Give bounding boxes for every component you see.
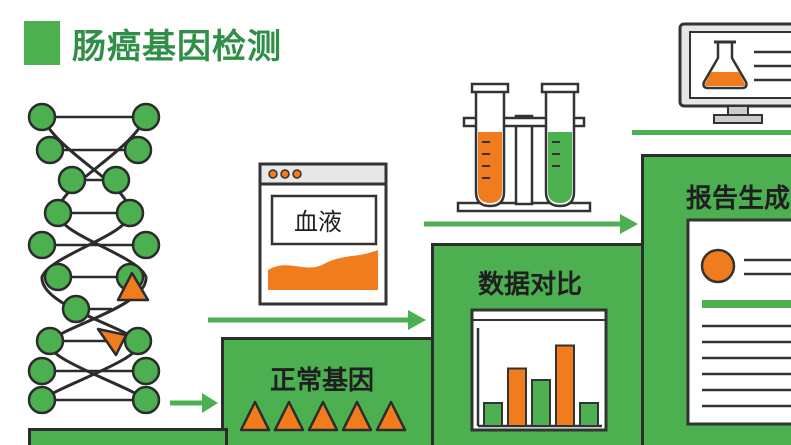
step-data-compare-label: 数据对比 bbox=[478, 270, 583, 300]
arrow-right-icon bbox=[208, 310, 426, 330]
chart-bar-4 bbox=[555, 344, 575, 427]
chart-bar-1 bbox=[483, 402, 503, 427]
step-base bbox=[28, 428, 228, 445]
blood-sample-window bbox=[258, 162, 388, 306]
blood-label: 血液 bbox=[294, 208, 342, 236]
monitor-icon bbox=[678, 22, 791, 124]
chart-bar-5 bbox=[579, 402, 599, 427]
divider-line bbox=[632, 130, 791, 135]
chart-bar-3 bbox=[531, 379, 551, 427]
dna-helix-icon bbox=[27, 102, 161, 415]
title-block: 肠癌基因检测 bbox=[24, 18, 282, 68]
title-marker bbox=[24, 21, 60, 65]
test-tubes-icon bbox=[456, 82, 592, 213]
page-title: 肠癌基因检测 bbox=[72, 26, 282, 67]
arrow-right-icon bbox=[424, 214, 638, 234]
chart-bar-2 bbox=[507, 367, 527, 427]
step-report-label: 报告生成 bbox=[686, 184, 791, 214]
triangle-row-icon bbox=[239, 400, 407, 432]
step-normal-gene-label: 正常基因 bbox=[270, 366, 375, 396]
arrow-right-icon bbox=[170, 393, 218, 413]
report-document-icon bbox=[686, 218, 791, 426]
bar-chart bbox=[470, 308, 608, 432]
